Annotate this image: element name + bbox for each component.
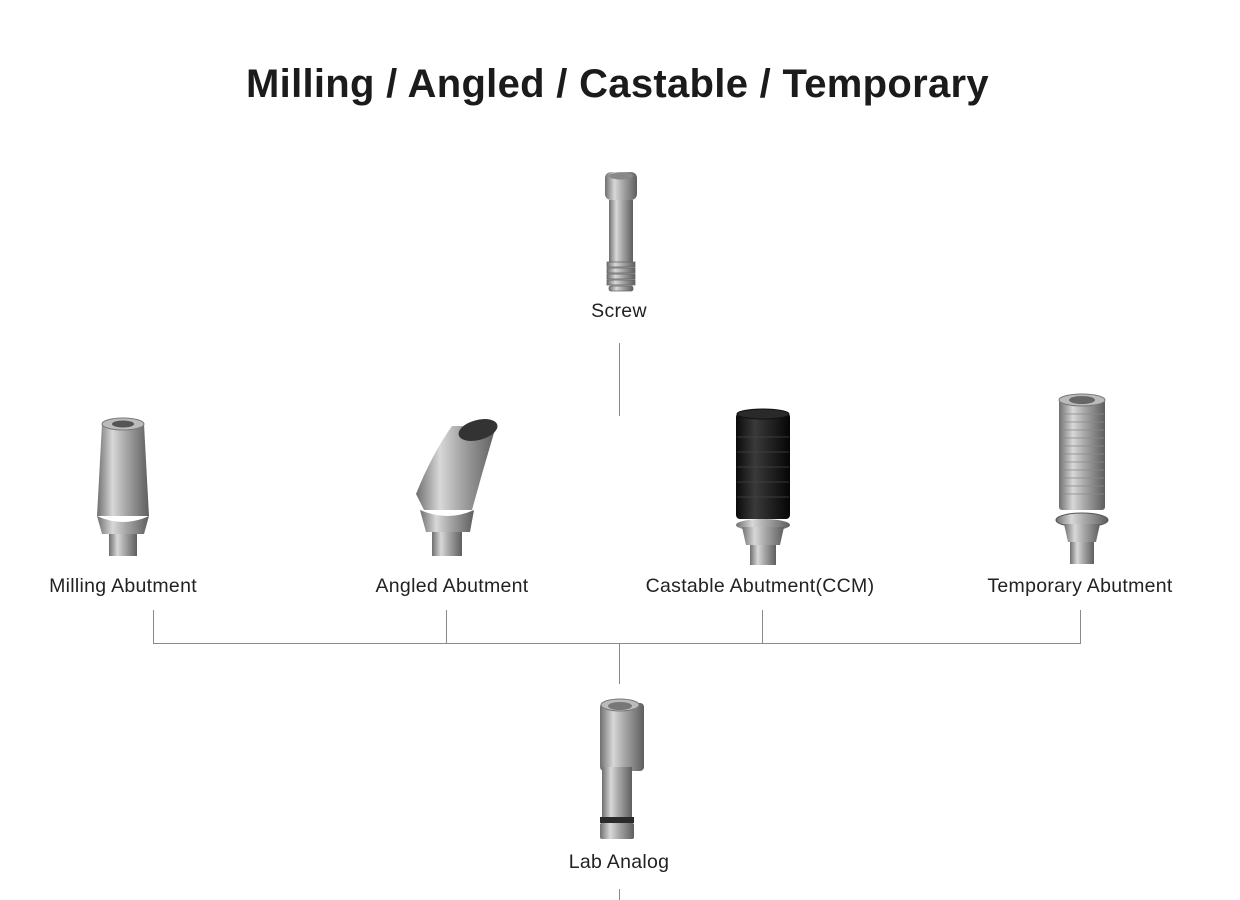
connector-line xyxy=(619,343,620,416)
screw-icon xyxy=(605,172,637,292)
temporary-abutment-label: Temporary Abutment xyxy=(987,575,1173,597)
connector-line xyxy=(446,610,447,644)
milling-abutment-label: Milling Abutment xyxy=(49,575,197,597)
angled-abutment-label: Angled Abutment xyxy=(375,575,529,597)
connector-line xyxy=(619,643,620,684)
milling-abutment-icon xyxy=(97,417,149,556)
connector-bracket xyxy=(153,643,1081,644)
page-title: Milling / Angled / Castable / Temporary xyxy=(246,62,989,106)
screw-label: Screw xyxy=(591,300,647,322)
castable-abutment-icon xyxy=(736,408,790,565)
castable-abutment-label: Castable Abutment(CCM) xyxy=(645,575,875,597)
lab-analog-label: Lab Analog xyxy=(568,851,670,873)
connector-line xyxy=(1080,610,1081,644)
connector-line xyxy=(153,610,154,644)
connector-line xyxy=(619,889,620,900)
temporary-abutment-icon xyxy=(1055,393,1109,564)
angled-abutment-icon xyxy=(416,419,498,556)
connector-line xyxy=(762,610,763,644)
lab-analog-icon xyxy=(600,698,644,839)
